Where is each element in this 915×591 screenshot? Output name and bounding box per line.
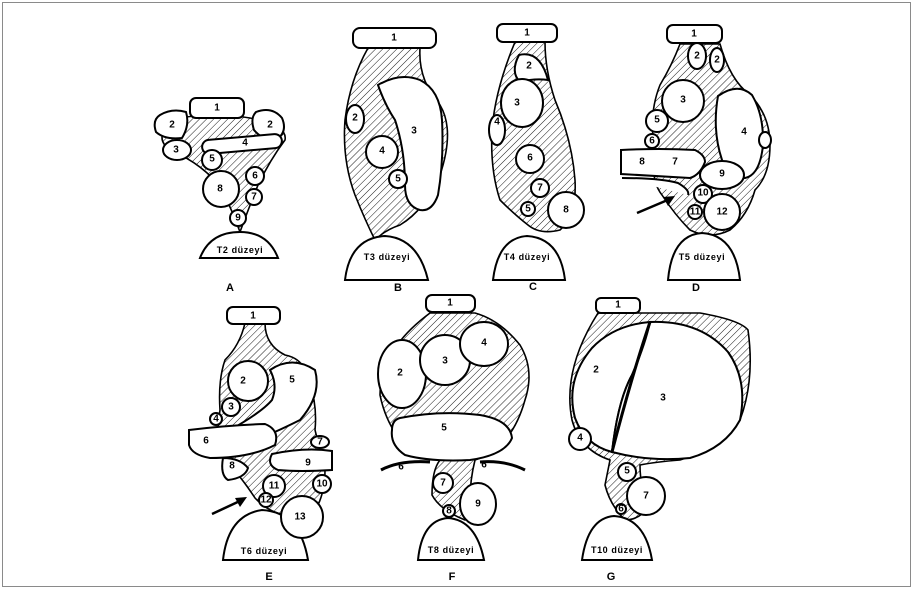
panel-a-number-5: 5 bbox=[209, 154, 215, 165]
panel-d-level-label: T5 düzeyi bbox=[679, 252, 725, 262]
panel-b-number-4: 4 bbox=[379, 146, 385, 157]
panel-d-number-12: 12 bbox=[716, 207, 728, 218]
panel-a-number-4: 4 bbox=[242, 138, 248, 149]
panel-d-shape-7 bbox=[621, 149, 705, 178]
panel-a-number-8: 8 bbox=[217, 184, 223, 195]
panel-f-number-8: 8 bbox=[446, 506, 452, 517]
panel-e-shape-2 bbox=[228, 361, 268, 401]
panel-a-level-label: T2 düzeyi bbox=[217, 245, 263, 255]
panel-f-shape-5 bbox=[392, 413, 512, 460]
panel-e-number-11: 11 bbox=[269, 481, 280, 492]
panel-d-number-6: 6 bbox=[649, 136, 655, 147]
panel-d-number-4: 4 bbox=[741, 127, 747, 138]
panel-d-number-10: 10 bbox=[697, 188, 709, 199]
panel-b-number-3: 3 bbox=[411, 126, 417, 137]
panel-g-number-3: 3 bbox=[660, 393, 666, 404]
panel-c bbox=[489, 24, 584, 280]
panel-b-letter: B bbox=[394, 282, 402, 294]
panel-f-number-5: 5 bbox=[441, 423, 447, 434]
panel-b-number-5: 5 bbox=[395, 174, 401, 185]
panel-f-number-7: 7 bbox=[440, 478, 446, 489]
panel-e-number-1: 1 bbox=[250, 311, 256, 322]
panel-e-number-12: 12 bbox=[260, 495, 272, 506]
panel-e-number-10: 10 bbox=[316, 479, 328, 490]
panel-f-number-3: 3 bbox=[442, 356, 448, 367]
panel-f-letter: F bbox=[449, 571, 456, 583]
panel-g-number-1: 1 bbox=[615, 300, 621, 311]
panel-f-number-9: 9 bbox=[475, 499, 481, 510]
panel-d-number-3: 3 bbox=[680, 95, 686, 106]
panel-e-level-label: T6 düzeyi bbox=[241, 546, 287, 556]
panel-a-number-7: 7 bbox=[251, 192, 257, 203]
panel-d-letter: D bbox=[692, 282, 700, 294]
panel-a-number-1: 1 bbox=[214, 103, 220, 114]
panel-f-number-1: 1 bbox=[447, 298, 453, 309]
panel-d-shape-4b bbox=[759, 132, 771, 148]
panel-d-number-5: 5 bbox=[654, 115, 660, 126]
panel-c-letter: C bbox=[529, 281, 537, 293]
panel-b-level-label: T3 düzeyi bbox=[364, 252, 410, 262]
panel-d-number-11: 11 bbox=[690, 207, 701, 218]
panel-a-number-2: 2 bbox=[169, 120, 175, 131]
panel-f-number-4: 4 bbox=[481, 338, 487, 349]
panel-b-number-1: 1 bbox=[391, 33, 397, 44]
panel-b-number-2: 2 bbox=[352, 113, 358, 124]
panel-c-number-6: 6 bbox=[527, 153, 533, 164]
panel-g-number-5: 5 bbox=[624, 466, 630, 477]
panel-c-number-1: 1 bbox=[524, 28, 530, 39]
panel-f-number-6: 6 bbox=[481, 460, 487, 471]
panel-d-number-1: 1 bbox=[691, 29, 697, 40]
panel-c-number-5: 5 bbox=[525, 204, 531, 215]
panel-c-shape-3 bbox=[501, 79, 543, 127]
panel-d-number-9: 9 bbox=[719, 169, 725, 180]
panel-e-number-2: 2 bbox=[240, 376, 246, 387]
panel-a-number-9: 9 bbox=[235, 213, 241, 224]
panel-e-number-4: 4 bbox=[213, 414, 219, 425]
panel-d bbox=[621, 25, 771, 280]
panel-a-number-6: 6 bbox=[252, 171, 258, 182]
panel-f-shape-6-left-line bbox=[381, 462, 430, 470]
panel-e-number-6: 6 bbox=[203, 436, 209, 447]
panel-e bbox=[189, 307, 332, 560]
panel-d-number-2: 2 bbox=[714, 55, 720, 66]
panel-f-level-label: T8 düzeyi bbox=[428, 545, 474, 555]
panel-g-number-7: 7 bbox=[643, 491, 649, 502]
panel-d-arrow-line bbox=[637, 199, 670, 213]
panel-d-number-2: 2 bbox=[694, 51, 700, 62]
panel-e-number-9: 9 bbox=[305, 458, 311, 469]
panel-g-number-4: 4 bbox=[577, 433, 583, 444]
panel-d-number-7: 7 bbox=[672, 157, 678, 168]
panel-g-letter: G bbox=[607, 571, 616, 583]
panel-c-number-3: 3 bbox=[514, 98, 520, 109]
panel-f-number-6: 6 bbox=[398, 462, 404, 473]
panel-a-number-3: 3 bbox=[173, 145, 179, 156]
panel-a-letter: A bbox=[226, 282, 234, 294]
panel-e-letter: E bbox=[265, 571, 272, 583]
panel-e-number-3: 3 bbox=[228, 402, 234, 413]
panel-g-number-6: 6 bbox=[618, 504, 624, 515]
panel-a-number-2: 2 bbox=[267, 120, 273, 131]
panel-e-number-8: 8 bbox=[229, 461, 235, 472]
panel-e-number-5: 5 bbox=[289, 375, 295, 386]
panel-e-shape-9 bbox=[270, 450, 332, 471]
panel-d-number-8: 8 bbox=[639, 157, 645, 168]
panel-c-number-4: 4 bbox=[494, 117, 500, 128]
panel-f bbox=[378, 295, 529, 560]
panel-b bbox=[344, 28, 447, 280]
panel-f-number-2: 2 bbox=[397, 368, 403, 379]
panel-c-number-7: 7 bbox=[537, 183, 543, 194]
panel-g-level-label: T10 düzeyi bbox=[591, 545, 643, 555]
panel-c-number-2: 2 bbox=[526, 61, 532, 72]
panel-c-level-label: T4 düzeyi bbox=[504, 252, 550, 262]
panel-g-number-2: 2 bbox=[593, 365, 599, 376]
panel-g bbox=[569, 298, 750, 560]
panel-e-number-7: 7 bbox=[317, 437, 323, 448]
panel-c-number-8: 8 bbox=[563, 205, 569, 216]
panel-e-number-13: 13 bbox=[294, 512, 306, 523]
